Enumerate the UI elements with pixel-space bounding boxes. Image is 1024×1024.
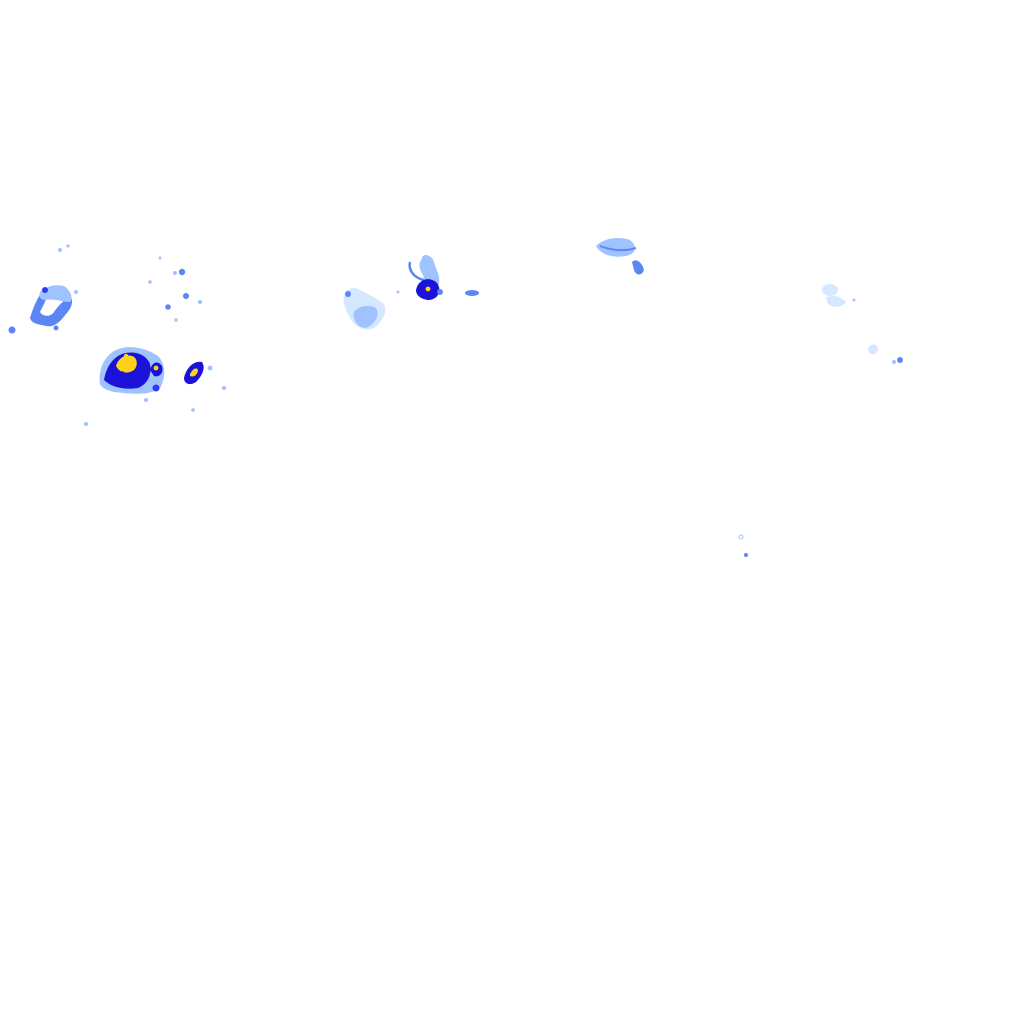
precip-echo bbox=[116, 355, 137, 373]
precip-echo bbox=[165, 304, 171, 310]
precip-echo bbox=[174, 318, 178, 322]
precip-cell-southwest-strong bbox=[84, 347, 226, 426]
precip-echo bbox=[8, 326, 16, 334]
precip-echo bbox=[190, 368, 198, 377]
precip-cell-northeast-band bbox=[596, 238, 644, 275]
precip-echo bbox=[148, 280, 152, 284]
precip-cell-isolated bbox=[738, 534, 748, 557]
precip-echo bbox=[868, 344, 878, 355]
precip-echo bbox=[465, 290, 479, 296]
precip-echo bbox=[437, 289, 443, 295]
precip-echo bbox=[738, 534, 744, 540]
precip-cell-south-compact bbox=[184, 361, 213, 412]
precip-cell-east bbox=[822, 284, 903, 364]
precip-cell-northwest-scatter bbox=[148, 256, 202, 322]
precip-echo bbox=[897, 357, 903, 363]
precip-echo bbox=[58, 248, 62, 252]
precip-echo bbox=[345, 291, 351, 297]
precip-echo bbox=[123, 353, 129, 359]
precip-echo bbox=[852, 298, 856, 302]
precip-echo bbox=[153, 365, 159, 371]
precip-echo bbox=[173, 271, 177, 275]
precip-echo bbox=[207, 365, 213, 371]
precip-echo bbox=[419, 256, 440, 288]
precip-cell-west bbox=[8, 244, 78, 334]
precip-echo bbox=[599, 245, 637, 252]
precip-echo bbox=[183, 293, 189, 299]
precip-echo bbox=[152, 384, 160, 392]
precip-echo bbox=[408, 261, 425, 282]
precip-echo bbox=[222, 386, 226, 390]
precip-echo bbox=[144, 398, 148, 402]
precip-echo bbox=[191, 408, 195, 412]
precip-echo bbox=[744, 553, 748, 557]
precip-echo bbox=[74, 290, 78, 294]
precip-echo bbox=[892, 360, 896, 364]
precip-echo bbox=[66, 244, 70, 248]
precip-echo bbox=[198, 300, 202, 304]
precip-echo bbox=[116, 371, 126, 380]
precip-echo bbox=[84, 422, 88, 426]
precip-echo bbox=[396, 290, 400, 294]
precip-echo bbox=[178, 268, 186, 276]
precip-cell-central-diffuse bbox=[343, 288, 400, 330]
precip-echo bbox=[53, 325, 59, 331]
precip-echo bbox=[353, 305, 378, 328]
precip-echo bbox=[596, 238, 635, 257]
precip-echo bbox=[822, 284, 838, 296]
precip-echo bbox=[42, 287, 48, 293]
precip-echo bbox=[826, 295, 846, 307]
precip-echo bbox=[425, 286, 431, 292]
precip-echo bbox=[422, 255, 430, 261]
precip-echo bbox=[158, 256, 162, 260]
precip-cell-central-strong bbox=[408, 255, 479, 300]
precip-echo bbox=[632, 260, 644, 275]
